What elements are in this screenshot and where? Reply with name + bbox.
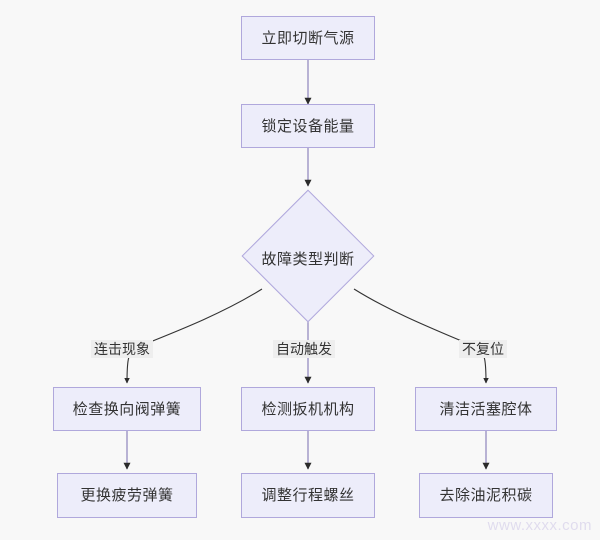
edge-label-text: 不复位 [462, 341, 504, 357]
node-replace-fatigued-spring[interactable]: 更换疲劳弹簧 [57, 473, 197, 518]
watermark-text: www.xxxx.com [487, 517, 592, 534]
node-inspect-trigger-mechanism[interactable]: 检测扳机机构 [241, 387, 375, 431]
node-cut-air-supply[interactable]: 立即切断气源 [241, 16, 375, 60]
node-label: 更换疲劳弹簧 [80, 487, 174, 504]
node-adjust-stroke-screw[interactable]: 调整行程螺丝 [241, 473, 375, 518]
edge-label-text: 连击现象 [94, 341, 150, 357]
node-label: 调整行程螺丝 [261, 487, 355, 504]
watermark: www.xxxx.com [488, 517, 592, 534]
node-label: 立即切断气源 [261, 29, 355, 47]
node-fault-type-decision-label: 故障类型判断 [243, 240, 373, 276]
edge-label-auto-trigger: 自动触发 [273, 340, 335, 358]
node-label: 清洁活塞腔体 [439, 400, 533, 418]
node-clean-piston-chamber[interactable]: 清洁活塞腔体 [415, 387, 557, 431]
node-lock-equipment-energy[interactable]: 锁定设备能量 [241, 104, 375, 148]
node-label: 检测扳机机构 [261, 400, 355, 418]
node-label: 锁定设备能量 [261, 117, 355, 135]
node-remove-sludge-carbon[interactable]: 去除油泥积碳 [419, 473, 553, 518]
edge-label-no-reset: 不复位 [459, 340, 507, 358]
node-check-valve-spring[interactable]: 检查换向阀弹簧 [53, 387, 201, 431]
edge-n3-n4 [124, 288, 263, 384]
edge-n3-n6 [353, 288, 489, 384]
node-label: 去除油泥积碳 [439, 487, 533, 504]
edge-label-text: 自动触发 [276, 341, 332, 357]
node-label: 故障类型判断 [261, 250, 355, 268]
node-label: 检查换向阀弹簧 [72, 400, 182, 418]
edge-label-repeat-fire: 连击现象 [91, 340, 153, 358]
